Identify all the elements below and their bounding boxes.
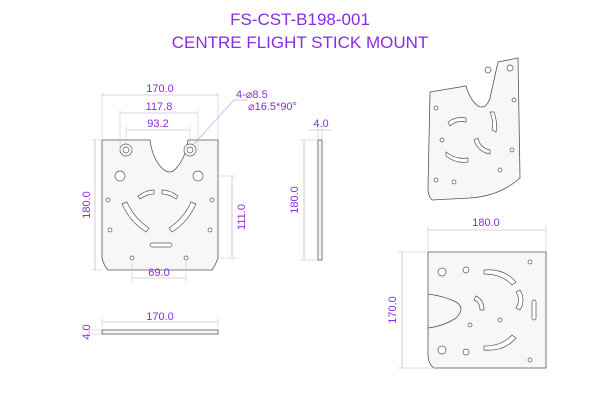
dim-text-117-8: 117.8 [146,101,173,113]
isometric-view [427,57,521,201]
side-view: 4.0 180.0 [289,118,332,261]
dim-text-4-side: 4.0 [313,118,328,130]
rot-arc-slot-1 [483,269,517,286]
side-view-plate [317,139,323,261]
dim-text-180-front: 180.0 [81,191,93,219]
iso-arc-slot-4 [445,151,469,163]
part-name-title: CENTRE FLIGHT STICK MOUNT [171,33,429,52]
rot-hole-4 [462,348,470,356]
dim-text-180-side: 180.0 [289,186,301,214]
iso-arc-slot-3 [447,117,467,127]
dim-text-93-2: 93.2 [147,118,168,130]
front-small-hole-4 [209,197,215,203]
rot-slot-right [531,299,537,321]
rotated-view-plate-outline [427,251,547,369]
front-arc-slot-upper-right [161,189,179,200]
rot-small-hole-3 [527,259,533,265]
dim-text-180-rotated: 180.0 [472,217,500,229]
iso-arc-slot-2 [489,111,498,133]
front-arc-slot-upper-left [137,189,155,200]
front-mount-hole-right-inner [186,146,194,154]
front-small-hole-5 [107,227,113,233]
front-arc-slot-left [121,201,150,233]
iso-hole-6 [451,179,457,185]
front-view: 170.0 117.8 93.2 180.0 111.0 69.0 4-⌀8.5… [81,83,297,282]
front-small-hole-2 [183,255,189,261]
rot-arc-slot-4 [473,295,485,311]
front-slot-bottom [149,242,173,248]
rot-hole-3 [462,266,470,274]
rot-arc-slot-3 [515,289,524,311]
iso-hole-4 [433,177,439,183]
iso-hole-9 [511,97,517,103]
front-view-plate-outline [101,139,219,271]
callout-leader [193,99,235,145]
front-arc-slot-right [168,201,197,233]
isometric-plate [427,57,521,201]
callout-holes-text: 4-⌀8.5 [236,89,268,101]
part-number-title: FS-CST-B198-001 [230,10,370,29]
iso-hole-8 [439,137,445,143]
rotated-view: 180.0 170.0 [387,217,547,369]
rot-arc-slot-2 [483,334,517,351]
bottom-view-plate [101,329,219,335]
front-hole-mid-right [192,170,204,182]
bottom-view: 170.0 4.0 [81,311,219,340]
rot-hole-2 [437,345,447,355]
dim-text-69: 69.0 [148,267,169,279]
iso-arc-slot-1 [473,137,491,155]
dim-text-4-bottom: 4.0 [81,324,93,339]
iso-hole-2 [506,64,514,72]
rot-small-hole-1 [467,322,473,328]
iso-hole-5 [509,147,515,153]
dim-text-170-front: 170.0 [146,83,174,95]
dim-text-111: 111.0 [236,204,248,230]
rot-small-hole-2 [497,317,503,323]
callout-countersink-text: ⌀16.5*90° [248,101,297,113]
dim-text-170-rotated: 170.0 [387,296,399,324]
iso-hole-7 [497,167,503,173]
rot-hole-1 [437,267,447,277]
front-small-hole-3 [105,197,111,203]
front-small-hole-1 [129,255,135,261]
iso-hole-3 [433,105,439,111]
front-small-hole-6 [207,227,213,233]
front-hole-mid-left [114,170,126,182]
dim-text-170-bottom: 170.0 [146,311,174,323]
rot-small-hole-4 [527,357,533,363]
iso-hole-1 [484,66,492,74]
front-mount-hole-left-inner [122,146,130,154]
